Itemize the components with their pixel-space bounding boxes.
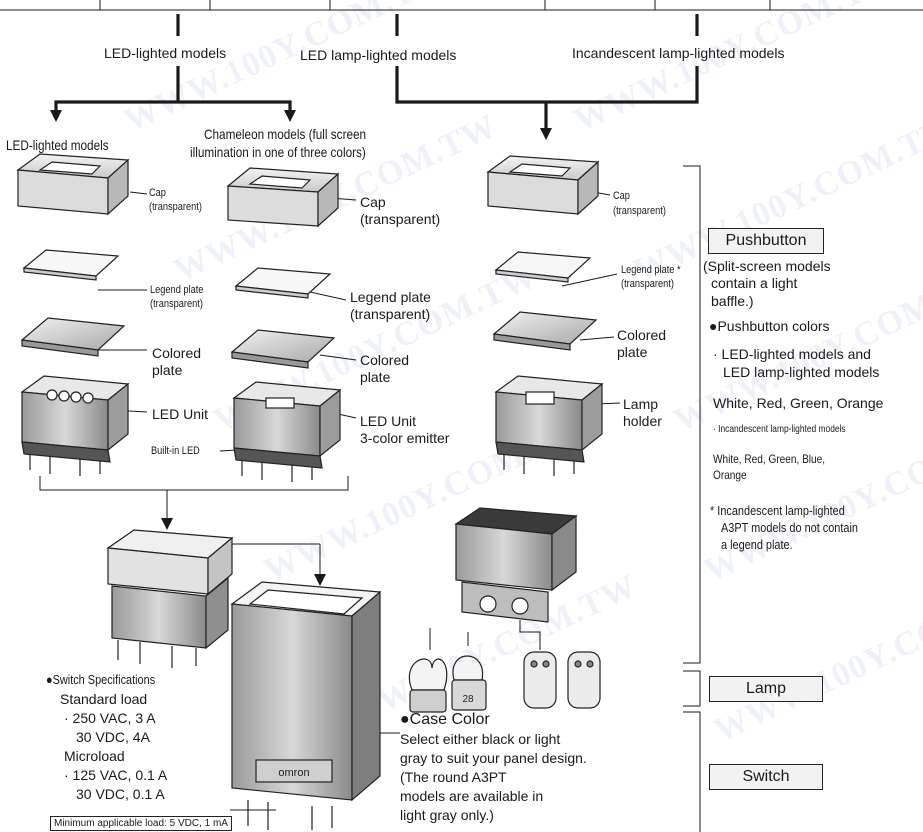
footnote: A3PT models do not contain bbox=[721, 520, 858, 535]
switch-spec-line: · 125 VAC, 0.1 A bbox=[64, 767, 167, 784]
group-led-lamp-lighted: LED lamp-lighted models bbox=[300, 47, 456, 64]
column-title-chameleon: Chameleon models (full screen bbox=[204, 126, 366, 143]
case-color-line: models are available in bbox=[400, 788, 543, 805]
led-unit-icon bbox=[234, 382, 340, 482]
case-color-line: (The round A3PT bbox=[400, 769, 507, 786]
pushbutton-note: contain a light bbox=[711, 275, 797, 292]
case-color-line: Select either black or light bbox=[400, 731, 560, 748]
legend-plate-sublabel: (transparent) bbox=[150, 298, 203, 311]
legend-plate-sublabel: (transparent) bbox=[350, 306, 430, 323]
colored-plate-label: Colored bbox=[360, 352, 409, 369]
colored-plate-label: Colored bbox=[617, 327, 666, 344]
colored-plate-icon bbox=[232, 330, 334, 368]
lamp-section-label: Lamp bbox=[709, 676, 823, 702]
cap-icon bbox=[228, 168, 338, 226]
column-title-chameleon: illumination in one of three colors) bbox=[190, 144, 366, 161]
footnote: * Incandescent lamp-lighted bbox=[710, 503, 845, 518]
colored-plate-label: plate bbox=[360, 369, 390, 386]
cap-label: Cap bbox=[613, 190, 630, 203]
cap-icon bbox=[488, 156, 598, 214]
bulb-icon bbox=[409, 659, 446, 712]
switch-unit-icon bbox=[456, 508, 576, 622]
switch-spec-line: Microload bbox=[64, 748, 125, 765]
group-incandescent: Incandescent lamp-lighted models bbox=[572, 45, 784, 62]
colored-plate-icon bbox=[494, 312, 596, 350]
incandescent-models-label: · Incandescent lamp-lighted models bbox=[713, 424, 846, 436]
switch-spec-heading: ●Switch Specifications bbox=[46, 672, 155, 687]
lamp-holder-icon bbox=[496, 376, 602, 476]
legend-plate-icon bbox=[236, 268, 330, 298]
lamp-holder-label: Lamp bbox=[623, 396, 658, 413]
led-unit-label: LED Unit bbox=[360, 413, 416, 430]
assembled-pushbutton-icon bbox=[108, 530, 232, 668]
column-title-led: LED-lighted models bbox=[6, 137, 109, 154]
incandescent-colors-list: White, Red, Green, Blue, bbox=[713, 452, 825, 466]
colored-plate-label: plate bbox=[152, 362, 182, 379]
legend-plate-icon bbox=[496, 252, 590, 282]
legend-plate-label: Legend plate * bbox=[621, 264, 681, 277]
led-models-label: LED lamp-lighted models bbox=[723, 364, 879, 381]
incandescent-colors-list: Orange bbox=[713, 468, 747, 482]
pushbutton-section-label: Pushbutton bbox=[708, 228, 824, 254]
legend-plate-label: Legend plate bbox=[150, 284, 203, 297]
led-unit-label: LED Unit bbox=[152, 406, 208, 423]
colored-plate-label: plate bbox=[617, 344, 647, 361]
led-lamp-icon bbox=[568, 652, 600, 708]
legend-plate-sublabel: (transparent) bbox=[621, 278, 674, 291]
led-unit-sublabel: 3-color emitter bbox=[360, 430, 449, 447]
min-load-note: Minimum applicable load: 5 VDC, 1 mA bbox=[50, 816, 232, 831]
switch-spec-line: Standard load bbox=[60, 691, 147, 708]
case-color-heading: ●Case Color bbox=[400, 711, 490, 729]
switch-case-icon bbox=[232, 582, 380, 830]
cap-icon bbox=[18, 154, 128, 214]
case-color-line: gray to suit your panel design. bbox=[400, 750, 587, 767]
legend-plate-icon bbox=[24, 250, 118, 280]
cap-label: Cap bbox=[360, 194, 386, 211]
group-led-lighted: LED-lighted models bbox=[104, 45, 226, 62]
switch-spec-line: · 250 VAC, 3 A bbox=[64, 710, 156, 727]
switch-spec-line: 30 VDC, 4A bbox=[76, 729, 150, 746]
led-unit-icon bbox=[22, 376, 128, 476]
pushbutton-note: (Split-screen models bbox=[703, 258, 831, 275]
bulb-marking: 28 bbox=[462, 694, 474, 705]
led-colors-list: White, Red, Green, Orange bbox=[713, 395, 883, 412]
lamp-holder-label: holder bbox=[623, 413, 662, 430]
cap-sublabel: (transparent) bbox=[360, 211, 440, 228]
cap-sublabel: (transparent) bbox=[613, 205, 666, 218]
switch-spec-line: 30 VDC, 0.1 A bbox=[76, 786, 165, 803]
colored-plate-label: Colored bbox=[152, 345, 201, 362]
switch-section-label: Switch bbox=[709, 764, 823, 790]
case-color-line: light gray only.) bbox=[400, 807, 494, 824]
pushbutton-colors-heading: ●Pushbutton colors bbox=[709, 318, 830, 335]
colored-plate-icon bbox=[22, 318, 124, 356]
cap-label: Cap bbox=[149, 187, 166, 200]
pushbutton-note: baffle.) bbox=[711, 293, 754, 310]
legend-plate-label: Legend plate bbox=[350, 289, 431, 306]
cap-sublabel: (transparent) bbox=[149, 201, 202, 214]
brand-label: omron bbox=[278, 767, 309, 779]
footnote: a legend plate. bbox=[721, 537, 793, 552]
built-in-led-label: Built-in LED bbox=[151, 445, 200, 458]
led-models-label: · LED-lighted models and bbox=[713, 346, 871, 363]
led-lamp-icon bbox=[524, 652, 556, 708]
